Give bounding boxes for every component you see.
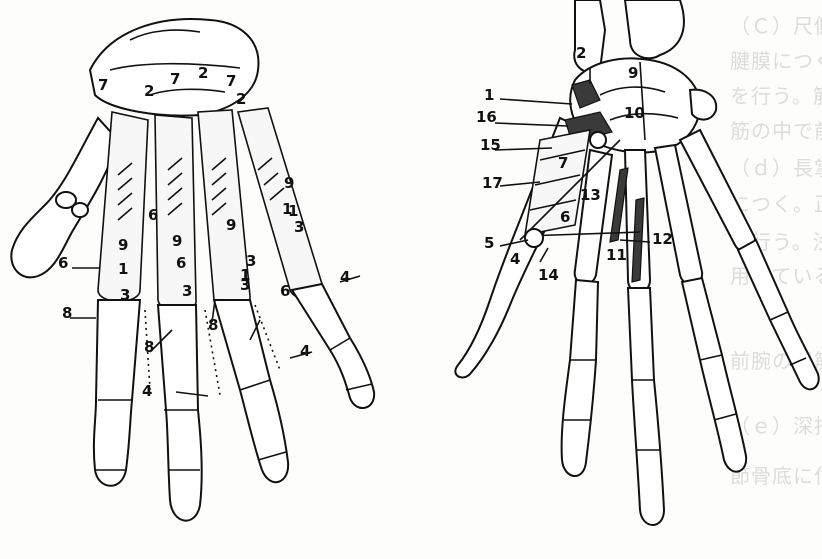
right-hand-label-13: 13	[580, 186, 601, 204]
right-hand-label-12: 12	[652, 230, 673, 248]
left-hand-label-6: 6	[58, 254, 68, 272]
right-ring-finger	[682, 278, 746, 472]
left-hand-label-6: 6	[148, 206, 158, 224]
right-middle-finger	[628, 288, 664, 525]
right-hand-label-4: 4	[510, 250, 520, 268]
right-hand-label-16: 16	[476, 108, 497, 126]
left-hand-label-6: 6	[176, 254, 186, 272]
left-hand-label-2: 2	[144, 82, 154, 100]
right-hand-label-7: 7	[558, 154, 568, 172]
right-hand-label-14: 14	[538, 266, 559, 284]
left-hand-label-2: 2	[198, 64, 208, 82]
right-hand-label-10: 10	[624, 104, 645, 122]
left-hand-label-9: 9	[172, 232, 182, 250]
left-hand-label-9: 9	[118, 236, 128, 254]
left-thumb-joint-2	[72, 203, 88, 217]
right-hand-label-1: 1	[484, 86, 494, 104]
right-joint-lines	[564, 312, 806, 450]
right-hand-label-9: 9	[628, 64, 638, 82]
left-hand-label-8: 8	[62, 304, 72, 322]
left-hand-label-4: 4	[340, 268, 350, 286]
right-hand-label-2: 2	[576, 44, 586, 62]
right-pisiform	[590, 132, 606, 148]
left-hand-label-3: 3	[246, 252, 256, 270]
left-hand-label-2: 2	[236, 90, 246, 108]
left-hand-label-8: 8	[144, 338, 154, 356]
left-hand-label-1: 1	[288, 202, 298, 220]
left-hand-label-7: 7	[98, 76, 108, 94]
right-hand-label-11: 11	[606, 246, 627, 264]
left-hand-label-9: 9	[284, 174, 294, 192]
right-hand-label-5: 5	[484, 234, 494, 252]
right-hand-label-17: 17	[482, 174, 503, 192]
left-hand-label-7: 7	[170, 70, 180, 88]
right-index-finger	[562, 280, 598, 476]
left-hand-label-4: 4	[300, 342, 310, 360]
left-index-finger	[94, 300, 140, 486]
right-hook	[690, 90, 716, 120]
right-little-finger	[738, 240, 819, 389]
left-hand-label-1: 1	[118, 260, 128, 278]
right-ulna	[625, 0, 684, 58]
right-hand-label-15: 15	[480, 136, 501, 154]
left-hand-label-4: 4	[142, 382, 152, 400]
left-hand-label-3: 3	[294, 218, 304, 236]
right-hand-label-6: 6	[560, 208, 570, 226]
left-hand-label-6: 6	[280, 282, 290, 300]
left-hand-label-3: 3	[120, 286, 130, 304]
left-hand-label-7: 7	[226, 72, 236, 90]
left-hand-label-3: 3	[182, 282, 192, 300]
left-hand-label-9: 9	[226, 216, 236, 234]
left-hand-label-8: 8	[208, 316, 218, 334]
right-sesamoid	[525, 229, 543, 247]
